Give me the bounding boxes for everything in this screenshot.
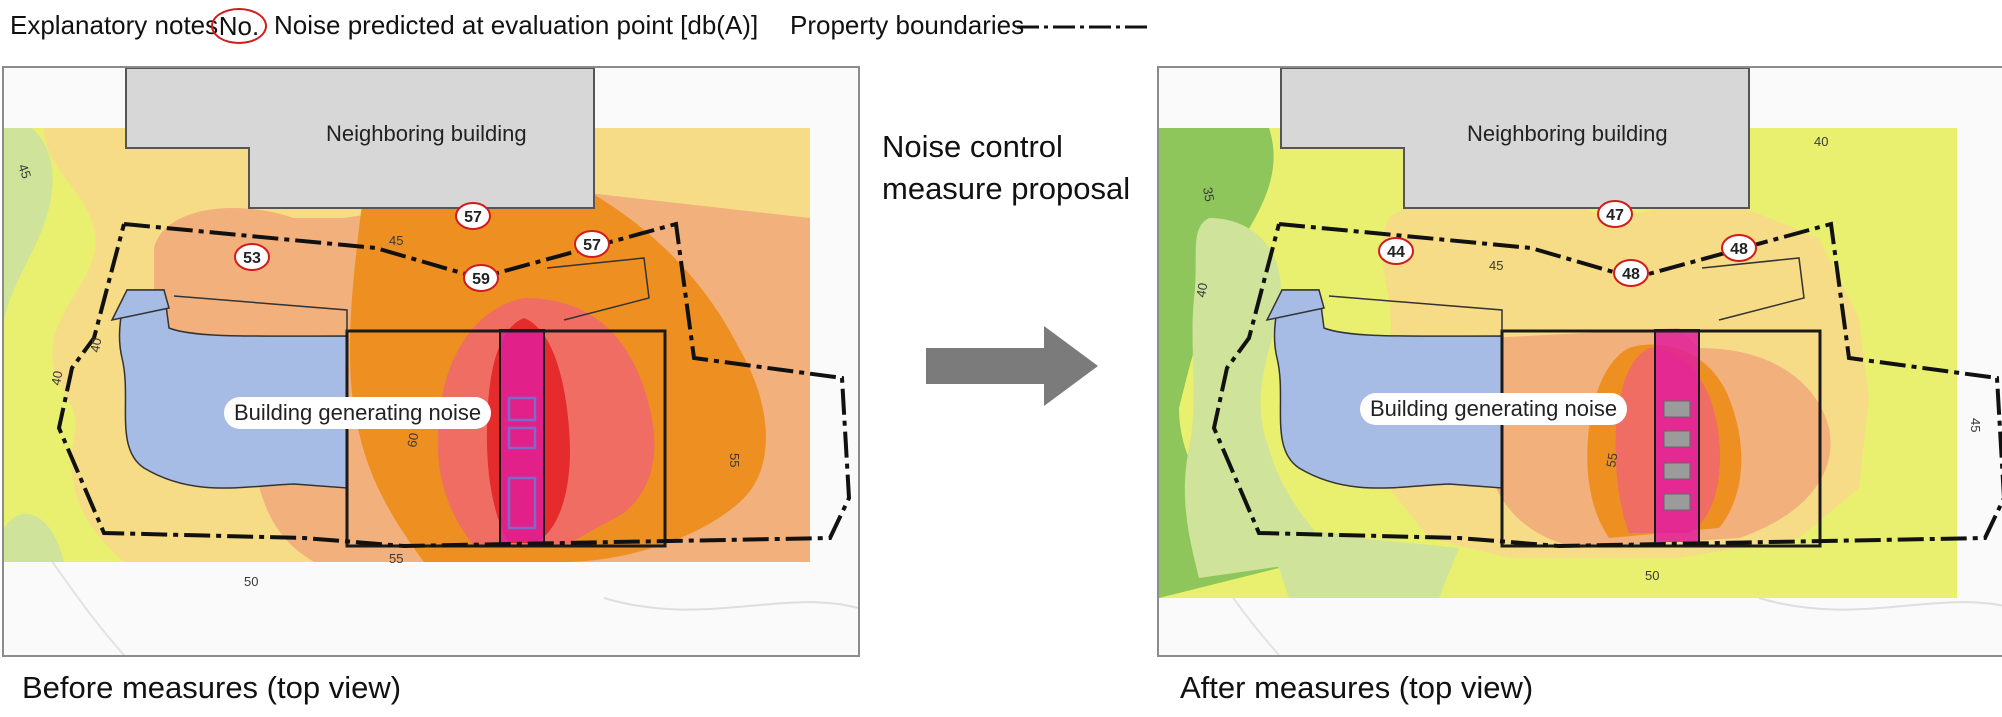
right-arrow-icon — [926, 326, 1098, 406]
svg-text:40: 40 — [1814, 134, 1828, 149]
legend: Explanatory notes No. Noise predicted at… — [10, 8, 1210, 44]
legend-symbol: No. — [211, 8, 267, 44]
after-caption: After measures (top view) — [1180, 670, 1534, 705]
svg-text:45: 45 — [1489, 258, 1503, 273]
svg-text:40: 40 — [87, 337, 104, 354]
svg-text:55: 55 — [1603, 452, 1620, 469]
after-source-label: Building generating noise — [1360, 393, 1628, 425]
svg-text:50: 50 — [244, 574, 258, 589]
before-source-label: Building generating noise — [224, 397, 492, 429]
measure-proposal-line1: Noise control — [882, 129, 1063, 164]
svg-text:60: 60 — [404, 432, 421, 449]
svg-text:55: 55 — [389, 551, 403, 566]
svg-text:40: 40 — [1193, 282, 1210, 299]
after-neighbor-label: Neighboring building — [1467, 121, 1668, 146]
svg-text:55: 55 — [727, 453, 742, 467]
legend-symbol-text: No. — [218, 11, 260, 41]
before-neighbor-label: Neighboring building — [326, 121, 527, 146]
boundary-line-sample-icon — [1017, 25, 1151, 29]
measure-proposal-label: Noise control measure proposal — [882, 126, 1130, 210]
legend-description: Noise predicted at evaluation point [db(… — [274, 10, 759, 40]
svg-text:40: 40 — [48, 370, 65, 387]
legend-prefix: Explanatory notes — [10, 10, 219, 40]
svg-text:45: 45 — [389, 233, 403, 248]
before-panel: 45 40 40 45 50 55 55 60 Neighboring buil… — [2, 66, 860, 657]
measure-proposal-line2: measure proposal — [882, 171, 1131, 206]
svg-text:45: 45 — [1968, 418, 1983, 432]
legend-boundary-label: Property boundaries — [790, 10, 1025, 40]
after-panel: 40 35 40 45 50 55 45 Neighboring buildin… — [1157, 66, 2002, 657]
before-noise-map: 45 40 40 45 50 55 55 60 — [4, 68, 858, 655]
svg-text:45: 45 — [15, 162, 34, 181]
svg-text:50: 50 — [1645, 568, 1659, 583]
after-noise-map: 40 35 40 45 50 55 45 — [1159, 68, 2002, 655]
before-caption: Before measures (top view) — [22, 670, 402, 705]
svg-text:35: 35 — [1200, 186, 1217, 203]
